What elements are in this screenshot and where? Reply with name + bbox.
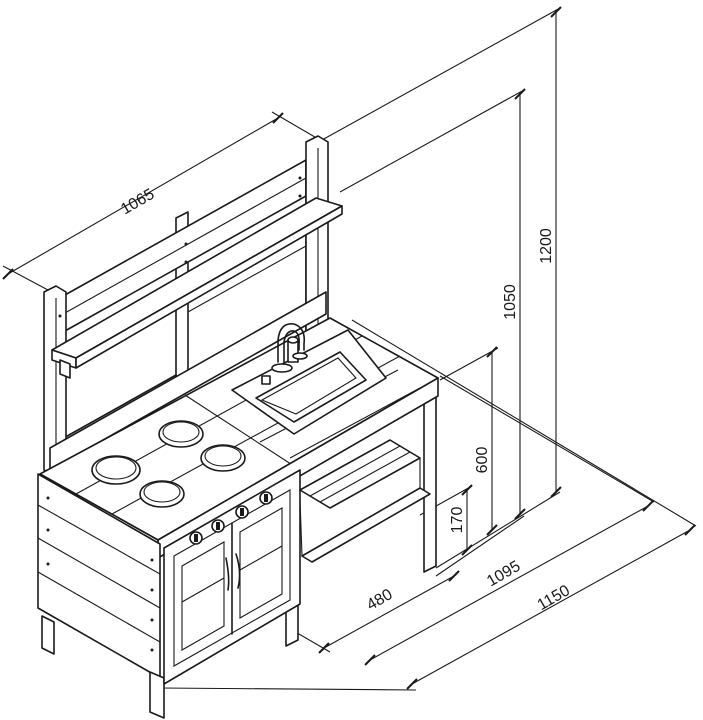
control-knobs (189, 491, 273, 545)
hob-plates (91, 420, 246, 508)
dimension-height-counter-back: 1050 (502, 88, 526, 520)
sink (231, 329, 387, 435)
faucet (271, 323, 308, 373)
front-cabinet (163, 469, 301, 685)
dimension-height-total: 1200 (538, 6, 562, 498)
left-side-panel (37, 473, 161, 679)
upper-shelf (51, 197, 343, 379)
right-open-shelves (299, 439, 431, 563)
label-width-top: 1065 (118, 186, 157, 219)
label-length-total: 1150 (535, 582, 573, 614)
dimension-depth-counter: 480 (291, 570, 460, 654)
label-height-counter-front: 600 (474, 447, 491, 474)
label-height-total: 1200 (538, 228, 555, 264)
dimension-length-counter: 1095 (364, 375, 655, 666)
dimension-height-counter-front: 600 (439, 346, 499, 536)
counter-back-board (49, 291, 327, 471)
front-left-leg (41, 615, 55, 655)
back-right-leg (423, 393, 437, 573)
screw-dots (46, 176, 302, 652)
label-height-shelf: 170 (449, 507, 466, 534)
front-right-leg (149, 671, 165, 719)
mud-kitchen (37, 135, 439, 719)
label-height-counter-back: 1050 (502, 284, 519, 320)
label-depth-counter: 480 (364, 586, 396, 614)
